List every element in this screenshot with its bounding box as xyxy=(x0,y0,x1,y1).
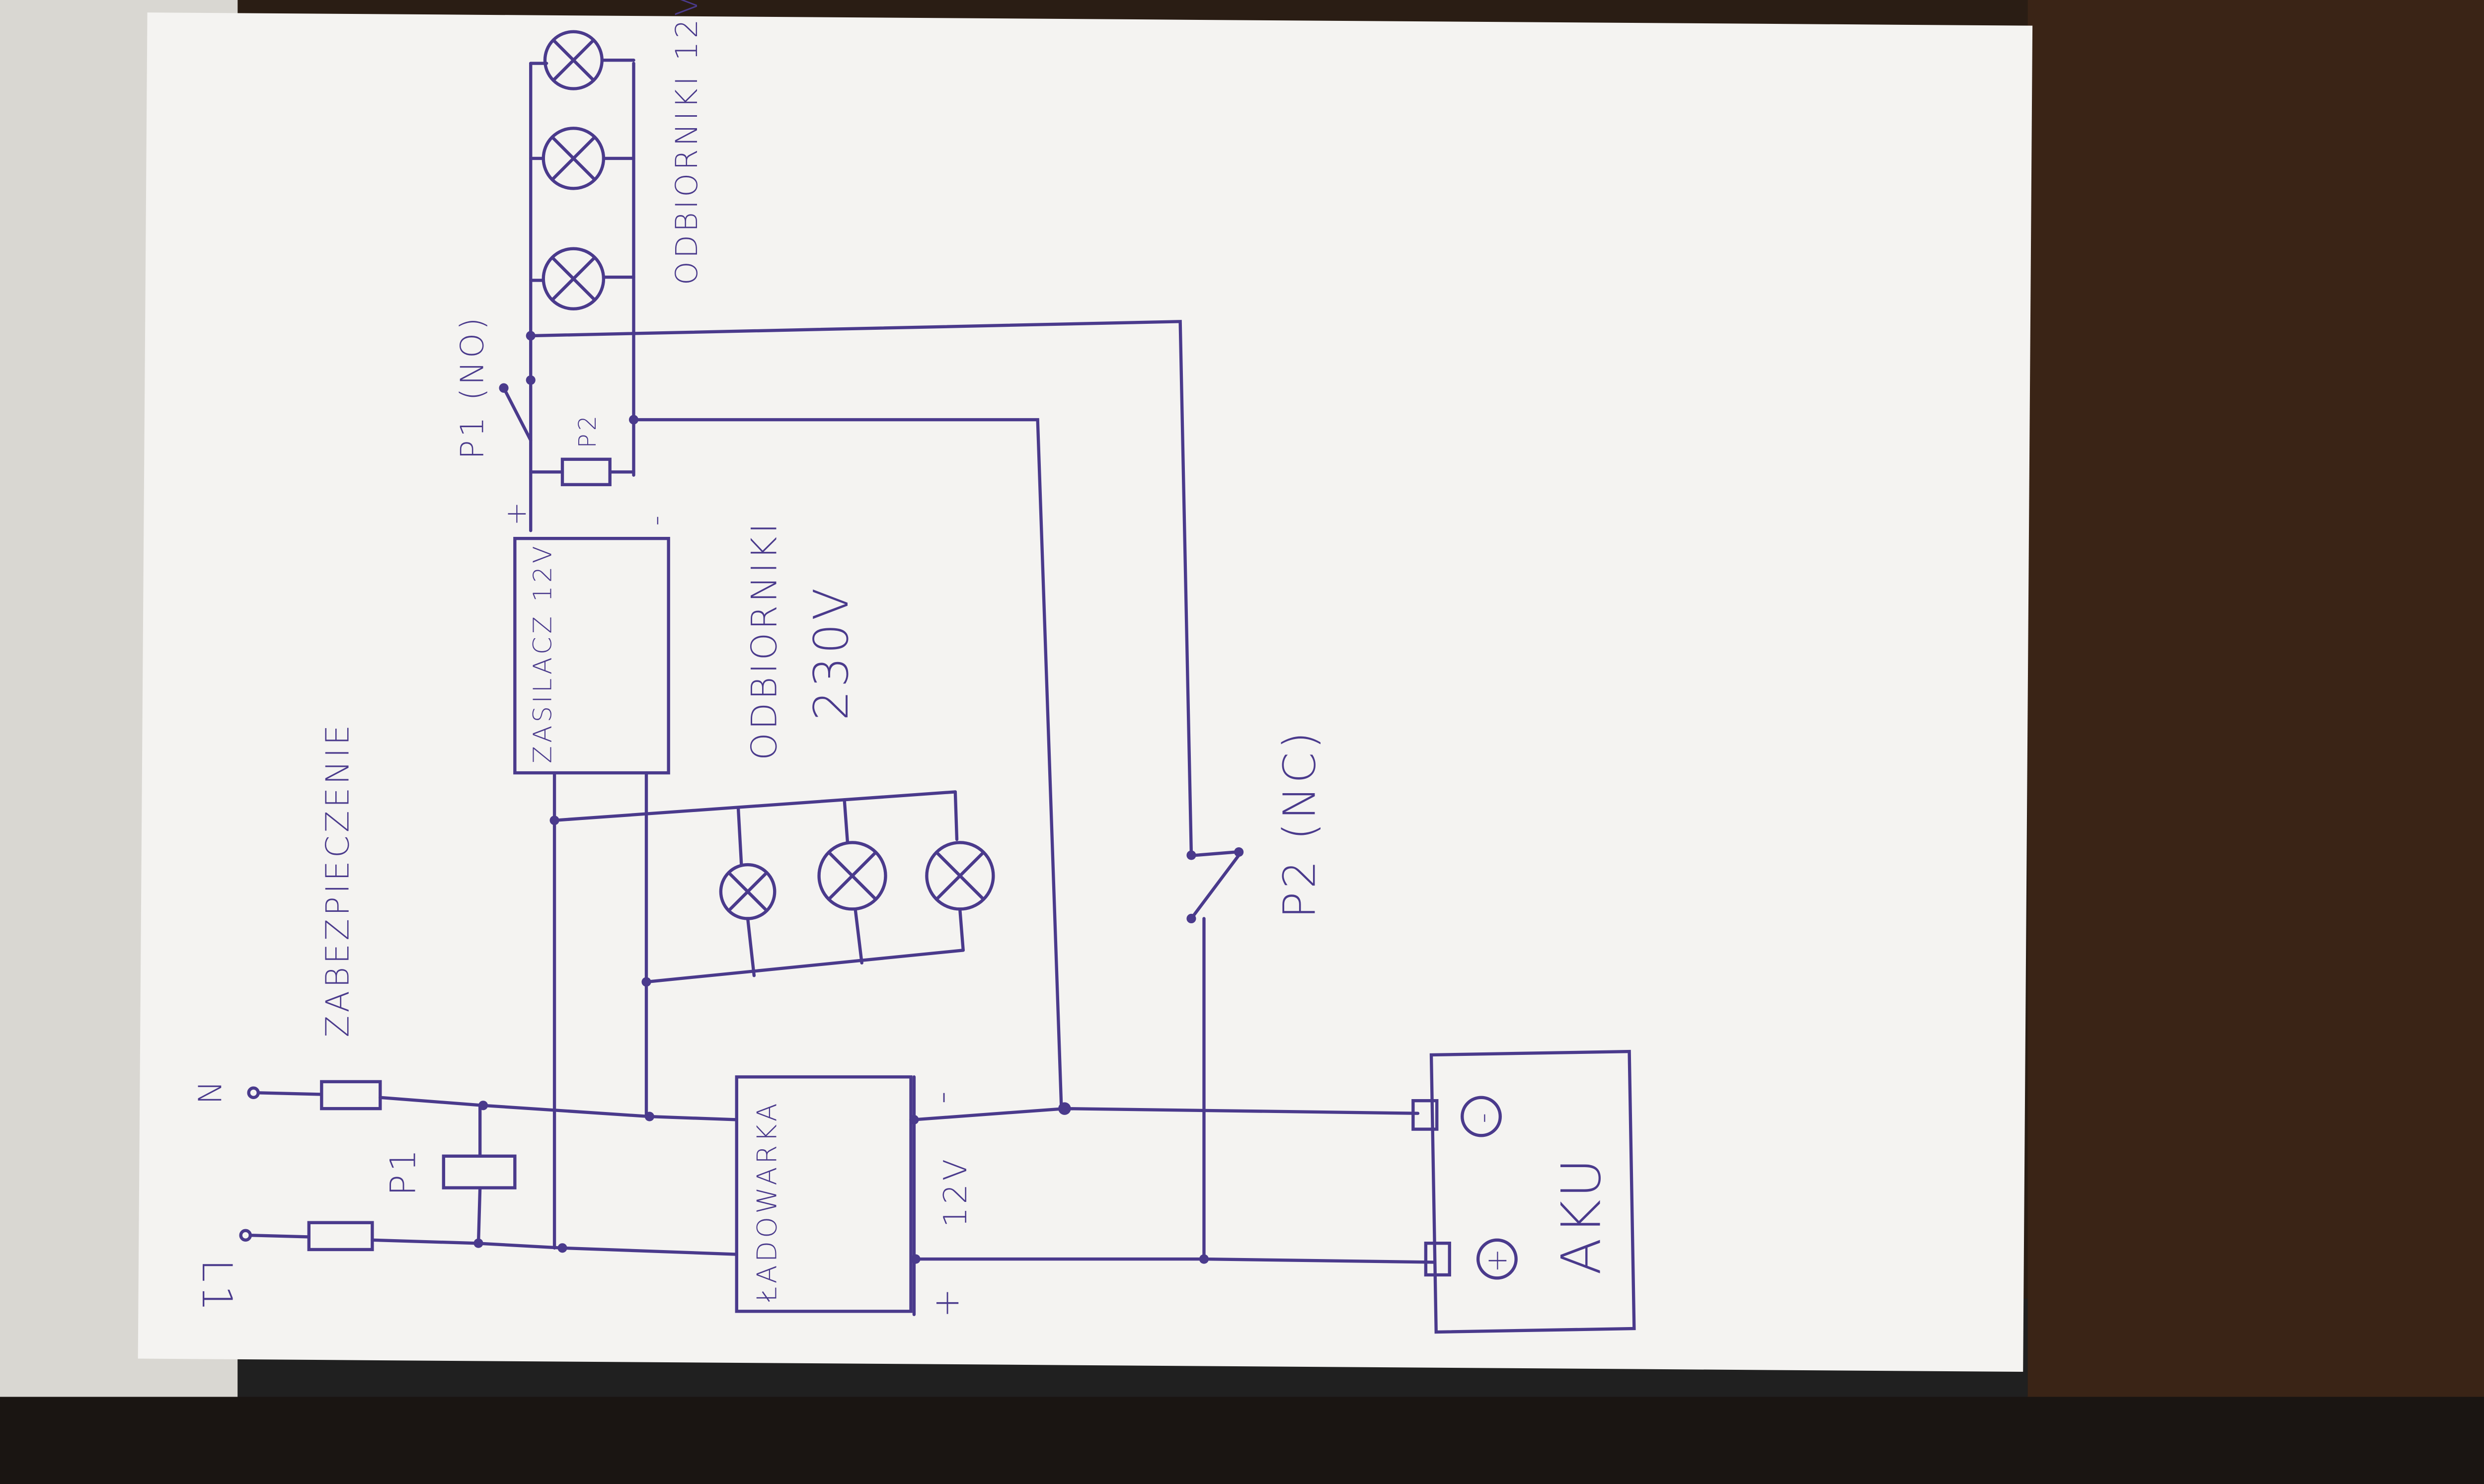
junction-dot xyxy=(478,1101,488,1111)
charger-minus-label: - xyxy=(922,1088,962,1104)
fuse-n xyxy=(320,1080,382,1111)
loads-230v xyxy=(549,790,995,987)
plus-circle-icon xyxy=(1476,1238,1518,1280)
n-label: N xyxy=(190,1082,227,1109)
circuit-sketch: L1 N ZABEZPIECZENIE P1 ZASILACZ 12V + - … xyxy=(0,0,2484,1397)
p1-contact-label: P1 (NO) xyxy=(455,314,491,459)
l1-label: L1 xyxy=(193,1259,241,1315)
lamp-icon xyxy=(719,863,776,920)
lamp-icon xyxy=(542,247,606,311)
battery-label: AKU xyxy=(1550,1155,1613,1275)
psu-box xyxy=(513,536,670,775)
psu-plus-label: + xyxy=(500,499,533,525)
wood-surface xyxy=(2027,0,2484,1397)
junction-dot xyxy=(557,1243,567,1253)
loads-230-voltage: 230V xyxy=(803,585,859,721)
paper-sheet xyxy=(138,12,2033,1372)
lamp-icon xyxy=(542,127,606,190)
n-wire xyxy=(256,1091,738,1121)
p2-contact-label: P2 (NC) xyxy=(1274,729,1326,918)
p2-coil xyxy=(560,457,612,486)
12v-bus xyxy=(529,62,635,532)
lamp-icon xyxy=(925,841,995,911)
loads-12-label: ODBIORNIKI 12V xyxy=(670,0,704,285)
protection-label: ZABEZPIECZENIE xyxy=(320,722,357,1037)
lamp-icon xyxy=(543,30,604,90)
p1-coil-wire xyxy=(476,1104,482,1245)
fuse-l1 xyxy=(307,1221,374,1252)
p2-feed-wire xyxy=(529,320,1193,857)
loads-12v xyxy=(529,30,635,311)
psu-minus-label: - xyxy=(639,513,672,526)
battery-plus-label: + xyxy=(1480,1246,1514,1272)
l1-wire xyxy=(248,1234,738,1256)
lamp-icon xyxy=(817,841,887,911)
p2-contact-switch xyxy=(1189,850,1241,1261)
junction-dot xyxy=(473,1238,483,1248)
psu-label: ZASILACZ 12V xyxy=(529,543,558,763)
charger-box xyxy=(735,1075,913,1313)
p1-contact-switch xyxy=(502,386,533,442)
psu-input-wires xyxy=(552,771,648,1250)
p2-coil-label: P2 xyxy=(574,412,602,448)
loads-230-label: ODBIORNIKI xyxy=(744,520,785,760)
charger-plus-label: + xyxy=(926,1285,967,1318)
battery-minus-terminal xyxy=(1411,1099,1439,1131)
battery-box xyxy=(1429,1049,1636,1334)
photo-of-circuit-diagram: L1 N ZABEZPIECZENIE P1 ZASILACZ 12V + - … xyxy=(0,0,2484,1397)
charger-voltage-label: 12V xyxy=(937,1156,974,1227)
minus-return-wire xyxy=(632,418,1063,1111)
mains-input xyxy=(239,1080,738,1256)
p1-coil-label: P1 xyxy=(383,1146,423,1196)
battery-plus-terminal xyxy=(1424,1242,1451,1277)
p1-coil xyxy=(442,1154,517,1189)
minus-circle-icon xyxy=(1461,1096,1502,1137)
battery-minus-label: - xyxy=(1466,1110,1499,1123)
charger-label: ŁADOWARKA xyxy=(752,1100,783,1302)
